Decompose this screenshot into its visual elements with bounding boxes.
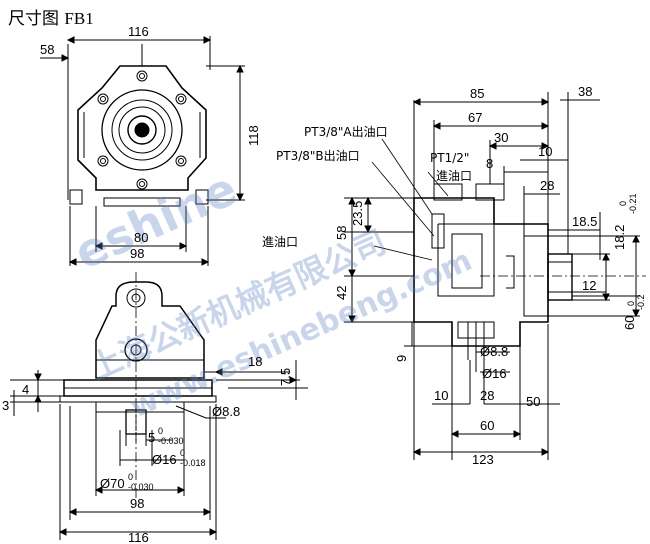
dim-28-top: 28 [540,178,554,193]
dim-10-bottom: 10 [434,388,448,403]
label-inlet-left: 進油口 [262,235,298,249]
tol-60-lower: -0.2 [636,294,646,310]
tol-18-2-upper: 0 [618,201,628,206]
dim-98-bottom: 98 [130,496,144,511]
dim-23-5: 23.5 [350,201,365,226]
dim-18-2: 18.2 [612,225,627,250]
label-port-in: PT1/2" [430,151,469,165]
dim-98-top: 98 [130,246,144,261]
label-port-a: PT3/8"A出油口 [304,125,388,139]
dim-9: 9 [394,355,409,362]
dim-58-side: 58 [334,226,349,240]
dim-116-bottom: 116 [128,530,149,544]
tol-70-lower: -0.030 [128,482,154,492]
dim-3: 3 [2,398,9,413]
dim-5: 5 [148,430,155,445]
dim-60-side: 60 [622,316,637,330]
dim-12: 12 [582,278,596,293]
drawing-title: 尺寸图 FB1 [8,4,94,29]
dim-phi-8-8-side: Ø8.8 [480,344,508,359]
dim-4: 4 [22,382,29,397]
dim-42: 42 [334,286,349,300]
dim-phi-70: Ø70 [100,476,125,491]
dim-85: 85 [470,86,484,101]
tol-18-2-lower: -0.21 [628,193,638,214]
dim-60-bottom: 60 [480,418,494,433]
tol-60-upper: 0 [626,301,636,306]
dim-7-5: 7.5 [278,368,293,386]
dim-phi-16-front: Ø16 [152,452,177,467]
bolt-hole-icons [97,70,187,190]
dim-116-top: 116 [128,24,149,39]
tol-16-lower: -0.018 [180,458,206,468]
dim-18-front: 18 [248,354,262,369]
dim-18-5: 18.5 [572,214,597,229]
dim-30: 30 [494,130,508,145]
dim-50: 50 [526,394,540,409]
label-port-b: PT3/8"B出油口 [276,149,360,163]
dim-10-top: 10 [538,144,552,159]
label-port-in-cn: 進油口 [436,169,472,183]
title-cn: 尺寸图 [8,9,59,29]
dim-38: 38 [578,84,592,99]
tol-5-lower: -0.030 [158,436,184,446]
tol-5-upper: 0 [158,426,163,436]
dim-28-bottom: 28 [480,388,494,403]
top-view [40,36,245,266]
front-view [10,272,308,540]
tol-16-upper: 0 [180,448,185,458]
dim-phi-8-8-front: Ø8.8 [212,404,240,419]
title-model: FB1 [64,9,94,28]
side-view [344,92,646,460]
dim-58-top: 58 [40,42,54,57]
dim-80: 80 [134,230,148,245]
dim-118: 118 [246,125,261,146]
dim-67: 67 [468,110,482,125]
dim-phi-16-side: Ø16 [482,366,507,381]
tol-70-upper: 0 [128,472,133,482]
dim-123: 123 [472,452,494,467]
dim-8: 8 [486,156,493,171]
